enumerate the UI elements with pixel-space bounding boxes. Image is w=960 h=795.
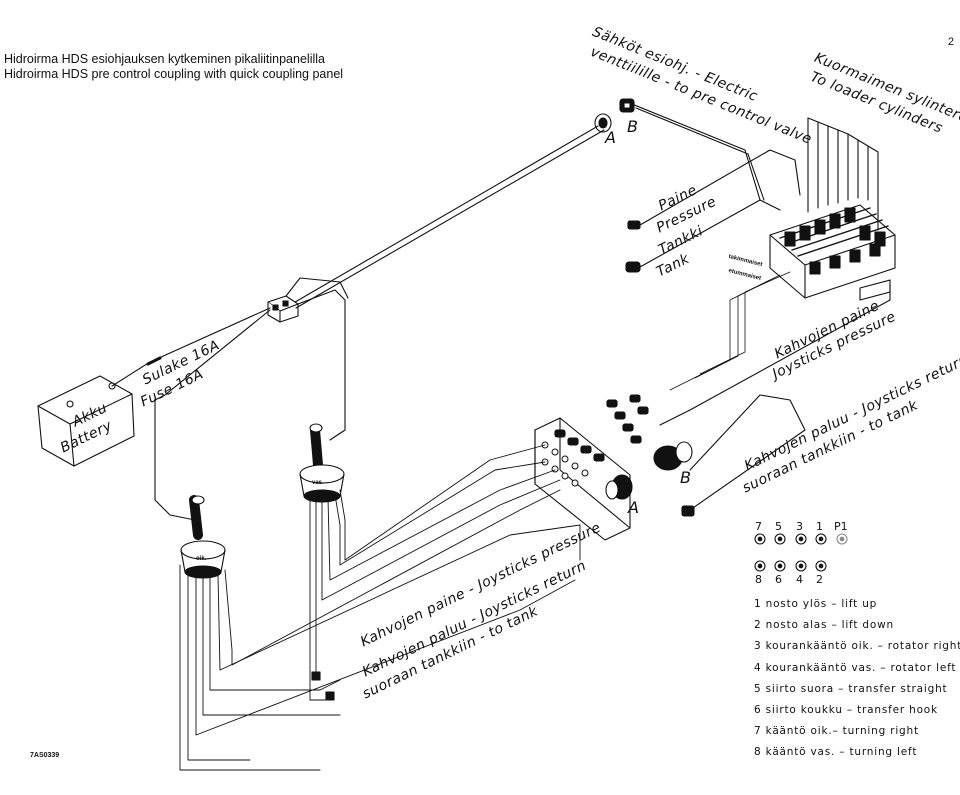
return-hose-end (681, 505, 695, 517)
quick-coupling-panel (534, 417, 631, 541)
connector-b-panel (653, 441, 693, 471)
tank-hose-end (625, 261, 641, 273)
legend-item: 8 kääntö vas. – turning left (754, 746, 918, 759)
fuse-holder (146, 356, 162, 366)
port-label-8: 8 (755, 573, 762, 586)
joysticks-pressure-line-right (659, 284, 891, 426)
label-joystick-left: oik. (196, 556, 207, 562)
legend-item: 5 siirto suora – transfer straight (754, 682, 948, 695)
tee-fittings (311, 671, 335, 701)
connector-a-top (594, 113, 612, 133)
pressure-line (639, 149, 801, 226)
port-label-6: 6 (775, 573, 782, 586)
label-port-a-top: A (605, 128, 617, 147)
page-number: 2 (947, 36, 954, 48)
legend-item: 3 kourankääntö oik. – rotator right (754, 640, 960, 653)
port-label-7: 7 (755, 520, 762, 533)
cylinder-hoses (807, 117, 879, 231)
legend-item: 1 nosto ylös – lift up (754, 598, 878, 610)
connector-a-panel (605, 474, 633, 500)
legend-item: 4 kourankääntö vas. – rotator left (754, 661, 957, 674)
label-port-a-panel: A (628, 498, 640, 517)
loop-cable (154, 309, 271, 521)
port-label-4: 4 (796, 573, 803, 586)
joysticks-return-line-right (689, 394, 806, 511)
page-title-en: Hidroirma HDS pre control coupling with … (4, 67, 344, 81)
port-label-p1: P1 (834, 520, 848, 533)
legend-item: 7 kääntö oik.– turning right (754, 725, 919, 738)
junction-box (267, 295, 299, 323)
port-label-1: 1 (816, 520, 823, 533)
electric-cable (289, 125, 605, 309)
legend-item: 2 nosto alas – lift down (754, 619, 894, 632)
port-label-3: 3 (796, 520, 803, 533)
right-joystick (299, 423, 345, 503)
page-title-fi: Hidroirma HDS esiohjauksen kytkeminen pi… (4, 52, 325, 66)
tank-line (639, 199, 781, 268)
joystick-hoses (179, 444, 581, 771)
label-joystick-right: vas. (312, 480, 324, 486)
drawing-number: 7AS0339 (30, 752, 60, 759)
battery (37, 375, 135, 467)
label-port-b-panel: B (680, 468, 692, 487)
pressure-hose-end (627, 220, 641, 230)
quick-couplers (554, 394, 649, 462)
legend-item: 6 siirto koukku – transfer hook (754, 703, 938, 716)
label-port-b-top: B (627, 117, 639, 136)
valve-to-panel-lines (669, 271, 791, 391)
connector-b-top (619, 98, 635, 113)
supply-cable (297, 289, 346, 441)
control-valve-block (769, 204, 896, 301)
left-joystick (180, 495, 226, 579)
port-label-2: 2 (816, 573, 823, 586)
function-legend: 1 nosto ylös – lift up 2 nosto alas – li… (754, 598, 960, 768)
port-label-5: 5 (775, 520, 782, 533)
electric-cable-to-valve (631, 103, 765, 201)
port-layout (754, 533, 848, 572)
